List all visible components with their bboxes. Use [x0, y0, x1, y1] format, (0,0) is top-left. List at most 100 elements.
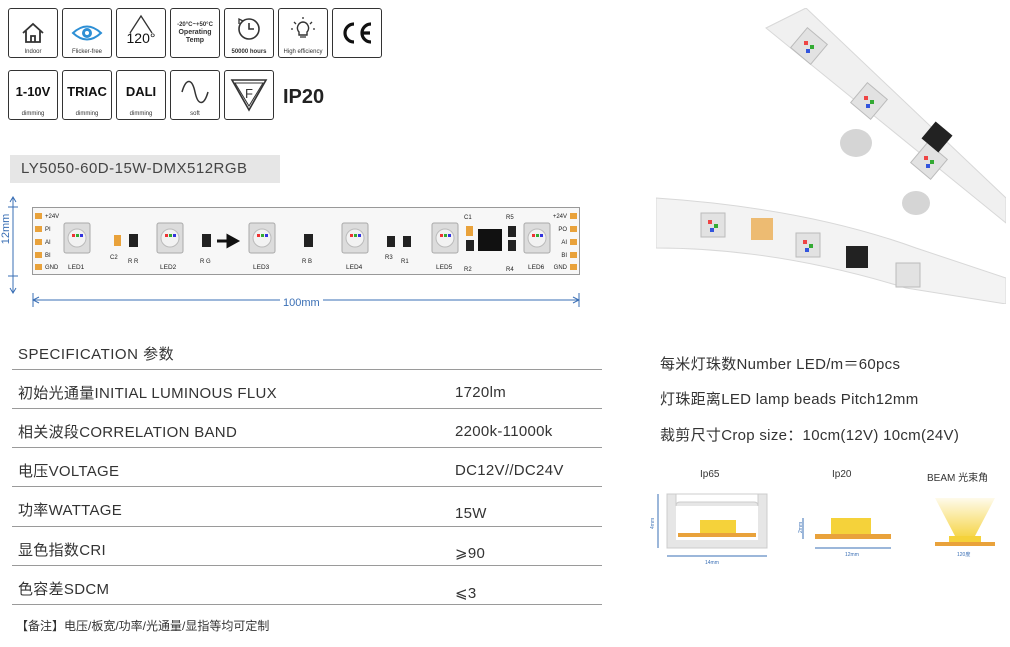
icon-caption: Indoor — [24, 49, 42, 55]
led-label: LED1 — [68, 264, 85, 271]
bulb-icon: High efficiency — [278, 8, 328, 58]
divider — [12, 526, 602, 527]
component-label: R3 — [385, 255, 393, 261]
divider — [12, 447, 602, 448]
spec-value: ⩾90 — [455, 545, 486, 562]
dimming-triac-icon: TRIAC dimming — [62, 70, 112, 120]
operating-temp-icon: -20°C~+50°C Operating Temp — [170, 8, 220, 58]
component-label: R G — [200, 259, 211, 265]
left-pads — [35, 213, 42, 270]
info-crop-size: 裁剪尺寸Crop size：10cm(12V) 10cm(24V) — [660, 427, 960, 444]
dimming-dali-icon: DALI dimming — [116, 70, 166, 120]
component-label: R B — [302, 259, 312, 265]
pad-label: AI — [561, 240, 567, 246]
info-pitch: 灯珠距离LED lamp beads Pitch12mm — [660, 391, 919, 408]
component-label: C1 — [464, 215, 472, 221]
beam-angle-value: 120° — [126, 30, 156, 46]
spec-label: 显色指数CRI — [18, 542, 106, 559]
component-label: R R — [128, 259, 139, 265]
led-label: LED6 — [528, 264, 545, 271]
pad-label: BI — [561, 253, 567, 259]
icon-caption: 50000 hours — [231, 49, 267, 55]
pad-label: BI — [45, 253, 51, 259]
ip20-width: 12mm — [845, 552, 859, 558]
height-label: 12mm — [0, 213, 12, 245]
divider — [12, 408, 602, 409]
component-label: R4 — [506, 267, 514, 273]
component-label: R1 — [401, 259, 409, 265]
spec-label: 色容差SDCM — [18, 581, 110, 598]
divider — [12, 565, 602, 566]
led-label: LED4 — [346, 264, 363, 271]
icon-caption: soft — [190, 111, 200, 117]
ip20-title: Ip20 — [832, 469, 852, 480]
beam-title: BEAM 光束角 — [927, 473, 989, 484]
spec-value: 1720lm — [455, 384, 506, 401]
divider — [12, 604, 602, 605]
beam-angle-icon: 120° — [116, 8, 166, 58]
spec-value: DC12V//DC24V — [455, 462, 564, 479]
pad-label: PO — [558, 227, 567, 233]
temp-label-2: Temp — [185, 37, 205, 44]
svg-text:F: F — [245, 86, 253, 101]
icon-caption: dimming — [129, 111, 153, 117]
model-number: LY5050-60D-15W-DMX512RGB — [10, 155, 280, 183]
spec-label: 初始光通量INITIAL LUMINOUS FLUX — [18, 385, 277, 402]
ip20-height: 2mm — [798, 522, 804, 533]
height-dimension — [8, 196, 18, 294]
ip65-height: 4mm — [650, 518, 656, 529]
spec-label: 相关波段CORRELATION BAND — [18, 424, 238, 441]
dimming-type: DALI — [125, 83, 157, 99]
pad-label: +24V — [45, 214, 59, 220]
led-strip-diagram: +24V PI AI BI GND +24V PO AI BI GND LED1… — [32, 207, 580, 275]
pad-label: GND — [45, 265, 59, 271]
width-label: 100mm — [280, 297, 323, 309]
ip65-title: Ip65 — [700, 469, 720, 480]
led-label: LED3 — [253, 264, 270, 271]
component-label: C2 — [110, 255, 118, 261]
ip20-cross-section: 2mm 12mm — [798, 518, 891, 558]
spec-label: 电压VOLTAGE — [18, 463, 120, 480]
beam-angle-diagram: 120度 — [935, 498, 995, 558]
feature-icons-row-1: Indoor Flicker-free 120° -20°C~+50°C Ope… — [8, 8, 382, 58]
pad-label: AI — [45, 240, 51, 246]
clock-icon: 50000 hours — [224, 8, 274, 58]
icon-caption: High efficiency — [283, 49, 323, 55]
dimming-type: 1-10V — [15, 83, 51, 99]
feature-icons-row-2: 1-10V dimming TRIAC dimming DALI dimming… — [8, 70, 274, 120]
led-label: LED5 — [436, 264, 453, 271]
icon-caption: dimming — [75, 111, 99, 117]
temp-label-1: Operating — [178, 29, 212, 36]
spec-value: 2200k-11000k — [455, 423, 553, 440]
info-led-count: 每米灯珠数Number LED/m＝60pcs — [660, 356, 901, 373]
sine-wave-icon: soft — [170, 70, 220, 120]
component-label: R2 — [464, 267, 472, 273]
spec-label: 功率WATTAGE — [18, 502, 123, 519]
remark-note: 【备注】电压/板宽/功率/光通量/显指等均可定制 — [16, 619, 270, 633]
ce-mark-icon — [332, 8, 382, 58]
led-label: LED2 — [160, 264, 177, 271]
component-label: R5 — [506, 215, 514, 221]
dimming-type: TRIAC — [67, 83, 107, 99]
pad-label: PI — [45, 227, 51, 233]
pad-label: +24V — [553, 214, 567, 220]
ip65-width: 14mm — [705, 560, 719, 566]
pad-label: GND — [554, 265, 568, 271]
spec-value: ⩽3 — [455, 585, 477, 602]
ip-rating: IP20 — [283, 86, 325, 108]
led-packages — [63, 222, 551, 254]
spec-header: SPECIFICATION 参数 — [18, 346, 175, 363]
spec-value: 15W — [455, 505, 487, 522]
product-photo — [656, 8, 1006, 304]
divider — [12, 369, 602, 370]
ip65-cross-section: 4mm 14mm — [650, 493, 768, 566]
f-mark-icon: F — [224, 70, 274, 120]
flicker-free-eye-icon: Flicker-free — [62, 8, 112, 58]
icon-caption: Flicker-free — [71, 49, 102, 55]
beam-angle-label: 120度 — [957, 551, 970, 558]
dimming-1-10v-icon: 1-10V dimming — [8, 70, 58, 120]
temp-range: -20°C~+50°C — [177, 22, 213, 28]
indoor-icon: Indoor — [8, 8, 58, 58]
icon-caption: dimming — [21, 111, 45, 117]
divider — [12, 486, 602, 487]
